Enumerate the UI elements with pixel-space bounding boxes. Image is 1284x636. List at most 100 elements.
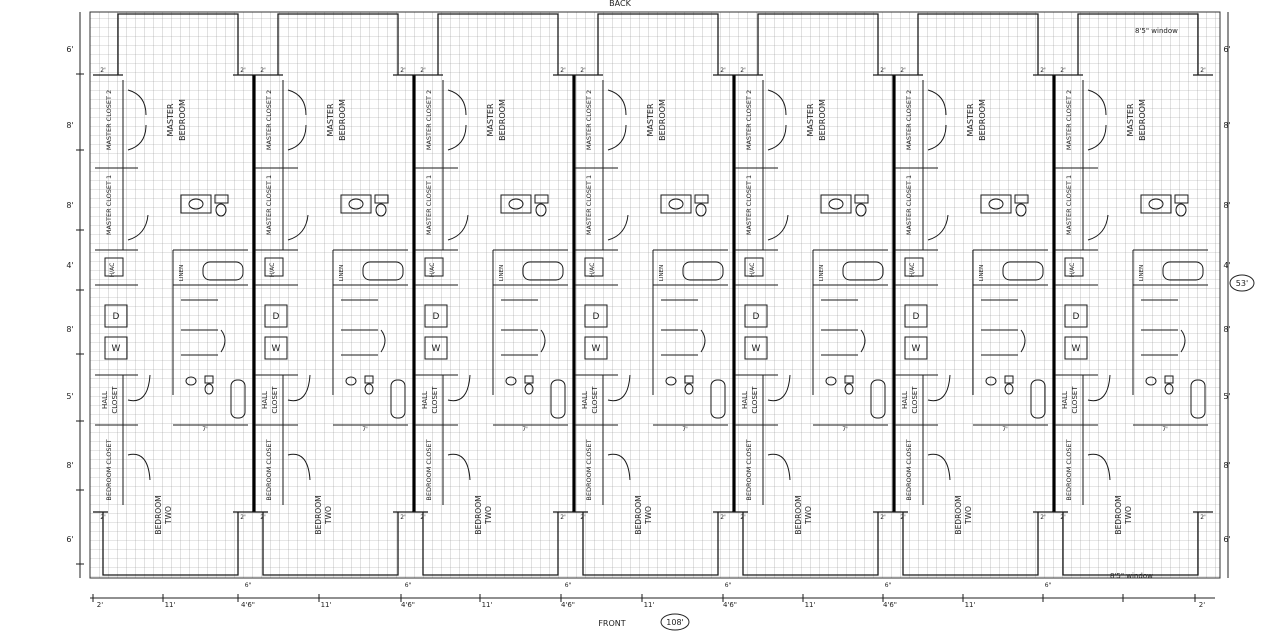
sink-icon (348, 198, 364, 210)
bedroom-two-label: BEDROOM (154, 495, 163, 534)
door-swing (1180, 329, 1186, 353)
door-swing (1087, 374, 1111, 402)
hvac-label: H/AC (429, 263, 436, 278)
bottom-dimension-label: 11' (482, 601, 493, 609)
bedroom-two-label: BEDROOM (1114, 495, 1123, 534)
right-dimension-label: 8' (1223, 121, 1230, 130)
bathtub-icon (362, 261, 404, 281)
door-swing (927, 124, 947, 151)
sink-icon (1148, 198, 1164, 210)
door-swing (540, 329, 546, 353)
small-dimension-label: 6" (885, 582, 892, 589)
master-closet-1-label: MASTER CLOSET 1 (745, 175, 753, 235)
bedroom-closet-label: BEDROOM CLOSET (105, 439, 113, 500)
hall-closet-label: HALL (901, 391, 909, 409)
bathtub-icon (522, 261, 564, 281)
toilet-tank (684, 375, 694, 384)
door-swing (607, 124, 627, 151)
master-closet-2-label: MASTER CLOSET 2 (425, 90, 433, 150)
toilet-tank (854, 194, 869, 204)
dryer-icon (1064, 304, 1088, 328)
hall-closet-label: CLOSET (591, 386, 599, 414)
hvac-label: H/AC (1069, 263, 1076, 278)
dryer-label: D (593, 312, 600, 322)
door-swing (127, 214, 149, 241)
door-swing (287, 214, 309, 241)
door-swing (447, 89, 467, 116)
door-swing (607, 214, 629, 241)
linen-label: LINEN (499, 265, 505, 281)
small-dimension-label: 2' (420, 67, 426, 74)
bedroom-two-label: TWO (964, 506, 973, 525)
right-dimension-label: 8' (1223, 461, 1230, 470)
sink-icon (668, 198, 684, 210)
bedroom-two-label: TWO (324, 506, 333, 525)
toilet-icon (215, 203, 227, 217)
washer-label: W (432, 344, 441, 354)
toilet-tank (534, 194, 549, 204)
small-dimension-label: 2' (1040, 67, 1046, 74)
hvac-label: H/AC (589, 263, 596, 278)
master-closet-2-label: MASTER CLOSET 2 (905, 90, 913, 150)
sink-icon (828, 198, 844, 210)
front-label: FRONT (598, 619, 625, 628)
door-swing (287, 89, 307, 116)
door-swing (1087, 89, 1107, 116)
small-dimension-label: 2' (900, 514, 906, 521)
door-swing (767, 453, 791, 481)
small-dimension-label: 2' (400, 67, 406, 74)
linen-label: LINEN (339, 265, 345, 281)
hall-closet-label: CLOSET (431, 386, 439, 414)
door-swing (447, 214, 469, 241)
vanity (820, 194, 852, 214)
door-swing (607, 89, 627, 116)
master-closet-2-label: MASTER CLOSET 2 (585, 90, 593, 150)
door-swing (607, 453, 631, 481)
shower-icon (710, 379, 726, 419)
washer-label: W (912, 344, 921, 354)
right-dimension-label: 4' (1223, 261, 1230, 270)
small-dimension-label: 2' (1200, 514, 1206, 521)
front-patio-wall (902, 512, 1039, 576)
small-dimension-label: 7' (202, 426, 208, 433)
small-dimension-label: 6" (245, 582, 252, 589)
sink-icon (508, 198, 524, 210)
vanity (500, 194, 532, 214)
right-dimension-label: 6' (1223, 535, 1230, 544)
master-closet-2-label: MASTER CLOSET 2 (265, 90, 273, 150)
small-dimension-label: 7' (522, 426, 528, 433)
bedroom-closet-label: BEDROOM CLOSET (905, 439, 913, 500)
left-dimensions: 6'8'8'4'8'5'8'6' (66, 45, 84, 565)
toilet-tank (1174, 194, 1189, 204)
master-bedroom-label: BEDROOM (498, 99, 507, 141)
master-bedroom-label: BEDROOM (818, 99, 827, 141)
front-patio-wall (1062, 512, 1199, 576)
small-dimension-label: 2' (1060, 67, 1066, 74)
washer-label: W (1072, 344, 1081, 354)
back-patio-wall (597, 13, 719, 75)
door-swing (127, 124, 147, 151)
bedroom-two-label: BEDROOM (314, 495, 323, 534)
door-swing (447, 124, 467, 151)
back-patio-wall (277, 13, 399, 75)
toilet-icon (524, 383, 534, 395)
small-dimension-label: 2' (900, 67, 906, 74)
bottom-dimension-label: 4'6" (561, 601, 575, 609)
hall-closet-label: CLOSET (1071, 386, 1079, 414)
small-dimension-label: 2' (880, 514, 886, 521)
small-dimension-label: 6" (1045, 582, 1052, 589)
townhouse-units: H/AC D W MASTER CLOSET 2 MASTER CLOSET 1 MAST… (93, 13, 1213, 589)
hall-closet-label: HALL (741, 391, 749, 409)
master-closet-1-label: MASTER CLOSET 1 (425, 175, 433, 235)
washer-label: W (592, 344, 601, 354)
hall-closet-label: HALL (581, 391, 589, 409)
sink-icon (1145, 376, 1157, 386)
door-swing (447, 453, 471, 481)
door-swing (127, 453, 151, 481)
washer-icon (104, 336, 128, 360)
bottom-dimension-label: 4'6" (241, 601, 255, 609)
linen-label: LINEN (979, 265, 985, 281)
vanity (340, 194, 372, 214)
sink-icon (505, 376, 517, 386)
